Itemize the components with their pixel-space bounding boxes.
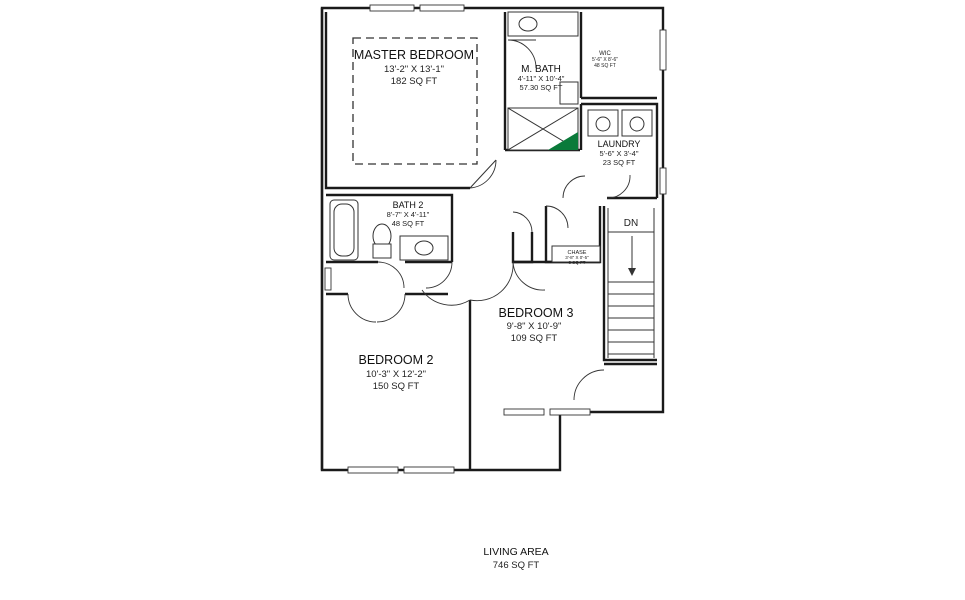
master-bath-fixtures <box>507 11 579 151</box>
chase-name: CHASE <box>568 250 587 256</box>
bedroom2-dims: 10'-3" X 12'-2" <box>366 369 426 380</box>
wic-dims: 5'-6" X 8'-6" <box>592 57 618 63</box>
living-area-total: 746 SQ FT <box>493 560 540 571</box>
master-bath-dims: 4'-11" X 10'-4" <box>518 74 565 83</box>
room-labels: MASTER BEDROOM 13'-2" X 13'-1" 182 SQ FT… <box>354 48 641 392</box>
interior-walls <box>324 12 659 412</box>
bath2-dims: 8'-7" X 4'-11" <box>387 210 430 219</box>
laundry-area: 23 SQ FT <box>603 158 636 167</box>
living-area-title: LIVING AREA <box>483 546 548 558</box>
bath2-area: 48 SQ FT <box>392 219 425 228</box>
laundry-dims: 5'-6" X 3'-4" <box>599 149 638 158</box>
windows <box>324 4 667 474</box>
wic-area: 48 SQ FT <box>594 63 616 69</box>
master-bath-name: M. BATH <box>521 64 561 75</box>
shower-accent <box>548 132 578 150</box>
bedroom3-name: BEDROOM 3 <box>498 306 573 320</box>
master-ceiling-outline <box>352 37 478 165</box>
wic-name: WIC <box>599 51 611 57</box>
laundry-name: LAUNDRY <box>598 139 641 149</box>
bath2-fixtures <box>329 199 449 261</box>
bedroom3-area: 109 SQ FT <box>511 333 558 344</box>
master-bedroom-dims: 13'-2" X 13'-1" <box>384 64 444 75</box>
bedroom2-area: 150 SQ FT <box>373 381 420 392</box>
stairs-label: DN <box>624 218 638 229</box>
stairs: DN <box>607 208 655 358</box>
stair-arrow-icon <box>628 268 636 276</box>
laundry-fixtures <box>587 109 653 137</box>
bedroom3-dims: 9'-8" X 10'-9" <box>507 321 562 332</box>
bedroom2-name: BEDROOM 2 <box>358 353 433 367</box>
bath2-name: BATH 2 <box>393 200 424 210</box>
master-bath-area: 57.30 SQ FT <box>520 83 563 92</box>
doors <box>347 39 631 401</box>
master-bedroom-name: MASTER BEDROOM <box>354 48 474 62</box>
sink-icon <box>518 16 538 32</box>
chase-area: 3 SQ FT <box>568 260 585 265</box>
chase-dims: 3'-8" X 0'-5" <box>565 255 589 260</box>
living-area-summary: LIVING AREA 746 SQ FT <box>483 546 548 571</box>
chase-box <box>551 245 601 263</box>
sink-icon <box>414 240 434 256</box>
master-bedroom-area: 182 SQ FT <box>391 76 438 87</box>
